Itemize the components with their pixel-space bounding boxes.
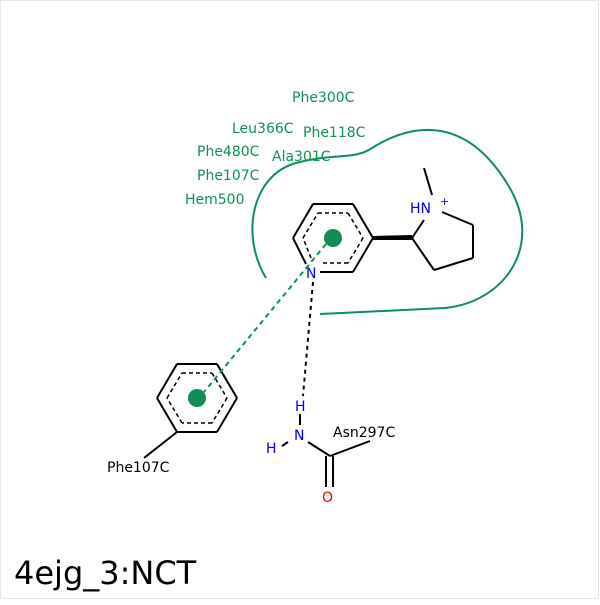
residue-label-phe107c: Phe107C <box>107 460 170 476</box>
phenyl-ring-centroid <box>188 389 206 407</box>
residue-label-phe118c: Phe118C <box>303 125 366 141</box>
atom-label-charge: + <box>440 195 449 208</box>
residue-label-phe107c-top: Phe107C <box>197 168 260 184</box>
residue-label-leu366c: Leu366C <box>232 121 294 137</box>
pyridine-aromatic-dashes <box>302 212 364 264</box>
residue-label-ala301c: Ala301C <box>272 149 331 165</box>
atom-label-h-amide: H <box>266 441 277 457</box>
hydrogen-bond-line <box>302 281 314 397</box>
pyridine-ring-centroid <box>324 229 342 247</box>
pyridine-ring <box>292 203 374 273</box>
residue-label-phe300c: Phe300C <box>292 90 355 106</box>
atom-label-nh-plus: HN <box>410 201 431 217</box>
residue-label-hem500: Hem500 <box>185 192 245 208</box>
diagram-title: 4ejg_3:NCT <box>14 554 197 592</box>
residue-label-phe480c: Phe480C <box>197 144 260 160</box>
residue-label-asn297c: Asn297C <box>333 425 395 441</box>
stereo-wedge-bond <box>373 235 412 240</box>
hydrophobic-contact-arc <box>251 129 524 315</box>
atom-label-n-pyridine: N <box>306 266 316 282</box>
phenyl-ring <box>143 363 238 459</box>
pi-stacking-line <box>203 243 327 393</box>
asn-amide-bonds <box>281 414 371 487</box>
atom-label-o-carbonyl: O <box>322 490 333 506</box>
atom-label-h-bond: H <box>295 399 306 415</box>
atom-label-n-amide: N <box>294 428 304 444</box>
phenyl-aromatic-dashes <box>166 372 228 424</box>
pyrrolidine-ring <box>411 167 474 271</box>
